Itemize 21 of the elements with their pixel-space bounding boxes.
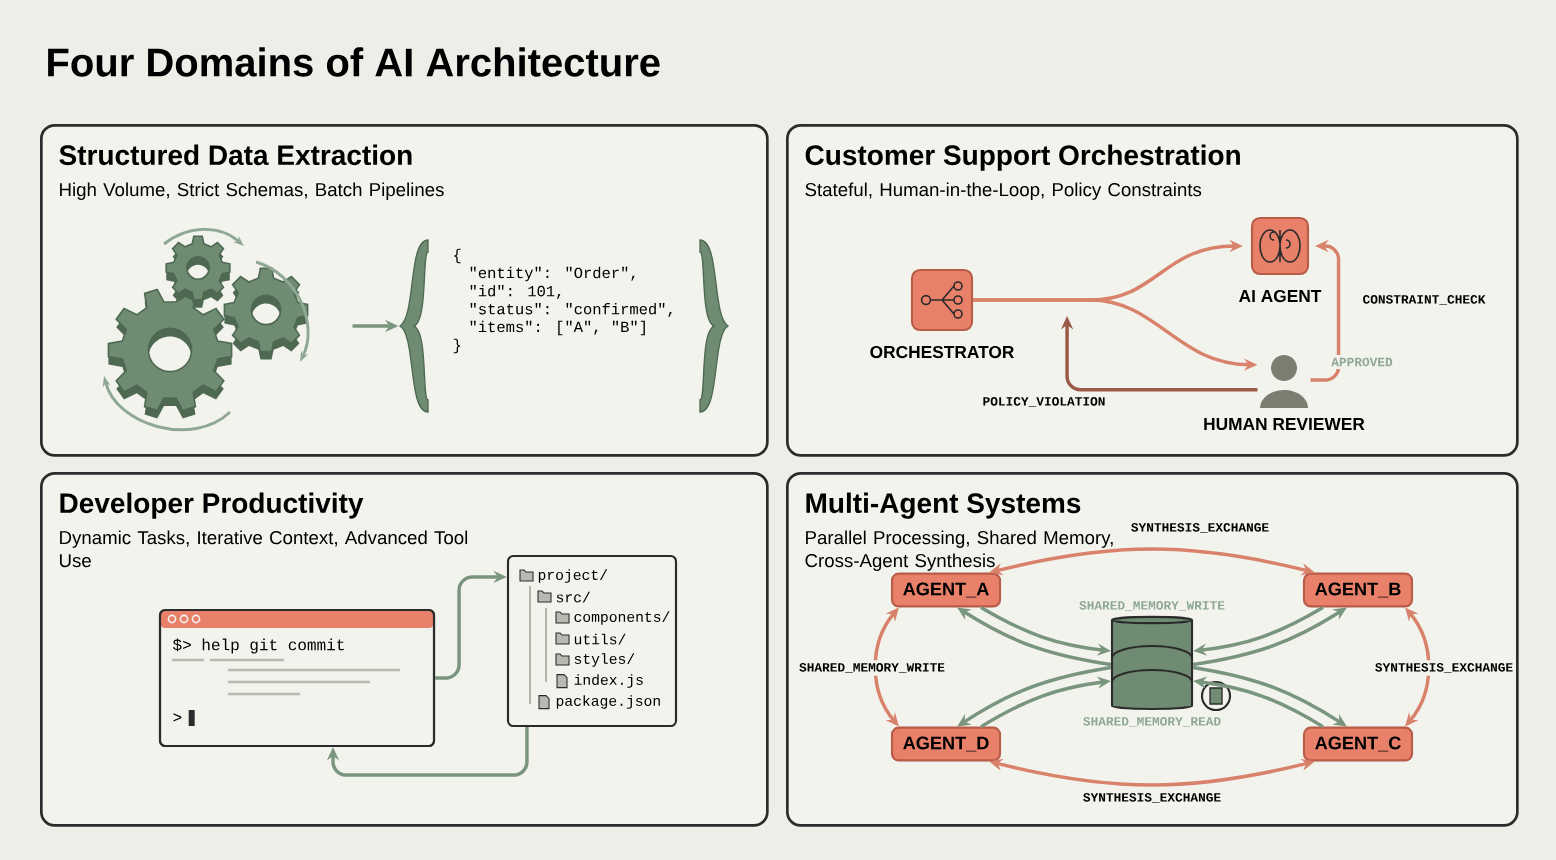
panel-heading: Customer Support Orchestration [805, 144, 1240, 171]
arrow [326, 727, 529, 777]
panel-heading: Multi-Agent Systems [806, 492, 1081, 519]
panel-subtitle: Dynamic Tasks, Iterative Context, Advanced Tool Use [59, 530, 468, 568]
panel-subtitle: Stateful, Human-in-the-Loop, Policy Constraints [805, 182, 1202, 200]
database-cylinder [1110, 615, 1194, 710]
agent-box: AGENT_C [1302, 726, 1414, 762]
agent-box: AGENT_A [890, 572, 1002, 608]
panel-subtitle: High Volume, Strict Schemas, Batch Pipelines [60, 182, 444, 200]
gears-drawing [102, 227, 310, 432]
terminal-window: $> help git commit > [158, 608, 436, 748]
icon-label: HUMAN REVIEWER [1204, 417, 1365, 431]
agent-box: AGENT_B [1302, 572, 1414, 608]
panel-subtitle: Parallel Processing, Shared Memory, Cross-Agent Synthesis [805, 530, 1113, 571]
title: Four Domains of AI Architecture [48, 47, 660, 77]
panel-heading: Structured Data Extraction [59, 144, 412, 166]
icon-label: AI AGENT [1239, 289, 1322, 303]
json-code-block [399, 239, 729, 413]
agent-box: AGENT_D [890, 726, 1002, 762]
icon-label: ORCHESTRATOR [870, 345, 1014, 359]
panel-heading: Developer Productivity [60, 492, 364, 519]
